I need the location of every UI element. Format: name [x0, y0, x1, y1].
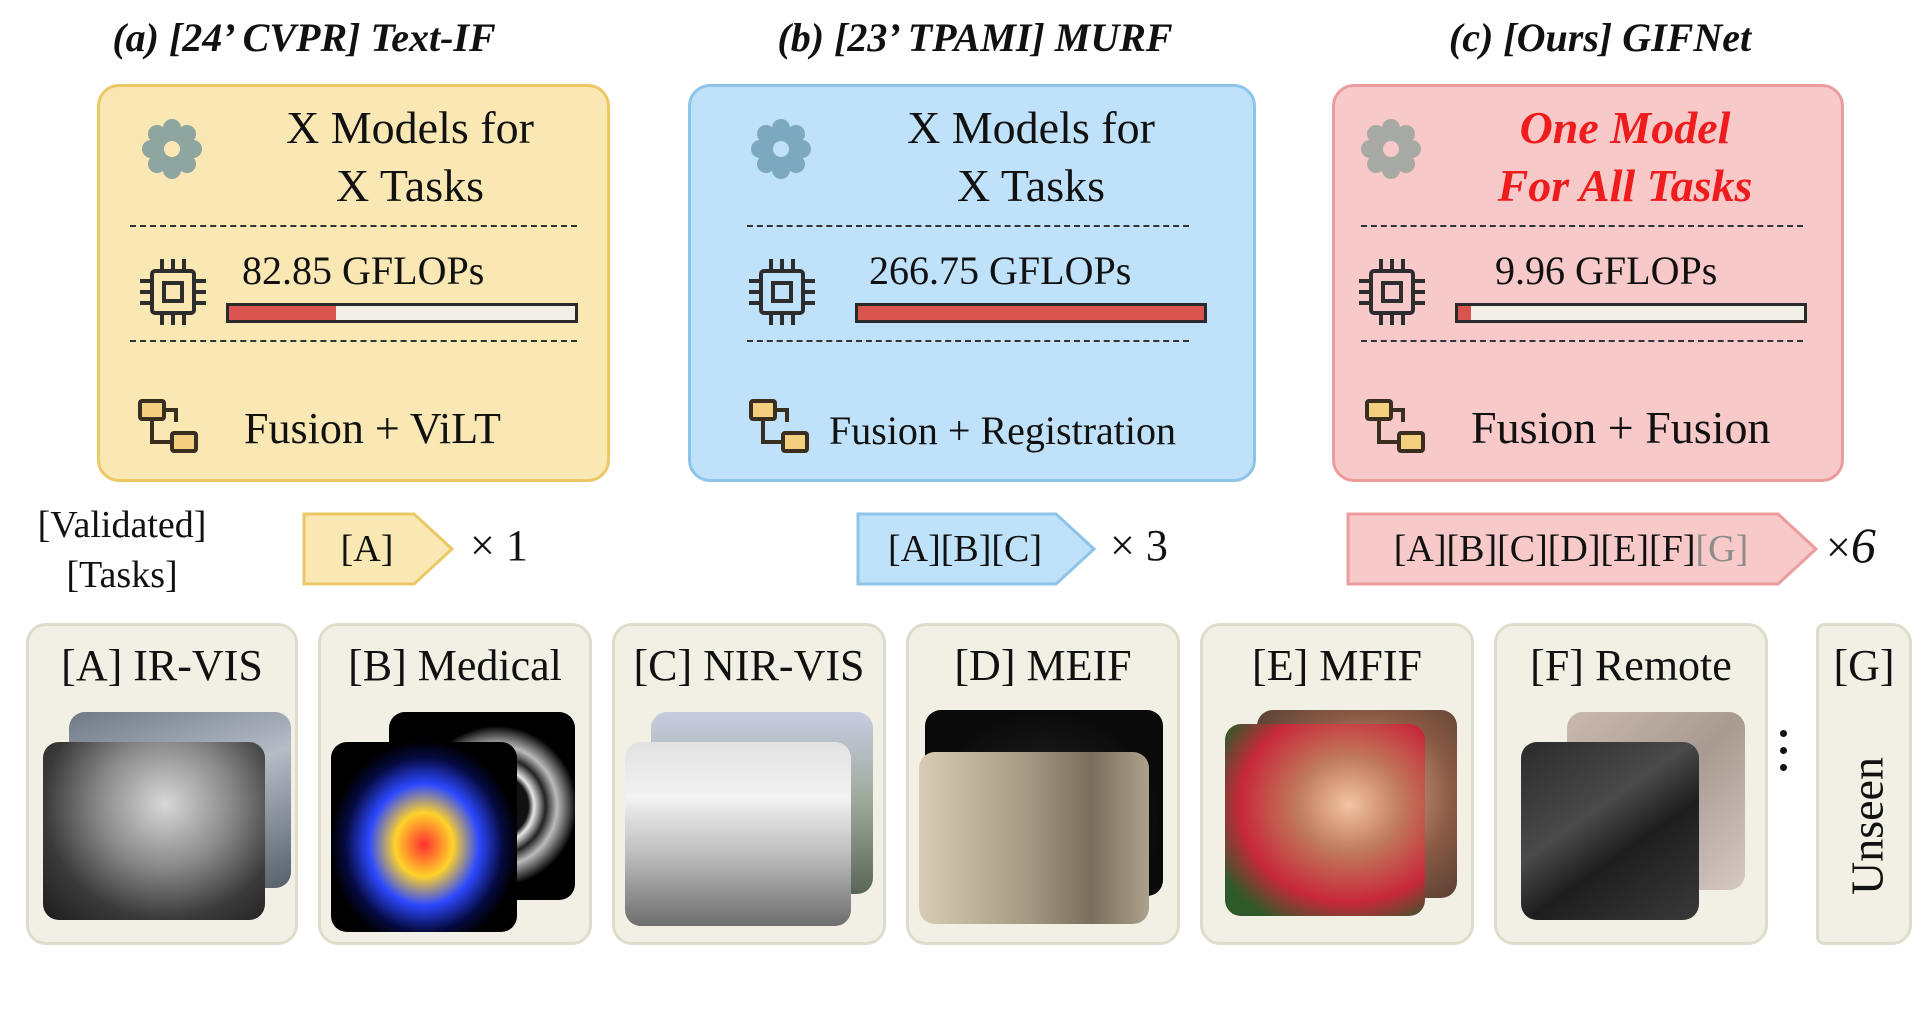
models-line-2: X Tasks [336, 160, 484, 211]
validated-tasks-list: [A][B][C][D][E][F] [1393, 528, 1696, 570]
multiplier-c: ×6 [1826, 516, 1876, 574]
panel-text-if: X Models for X Tasks 82.85 GFLOPs Fusion… [97, 84, 610, 482]
meif-image-front [919, 752, 1149, 924]
multiplier-symbol: × [470, 521, 495, 570]
task-card-mfif: [E] MFIF [1200, 623, 1474, 945]
divider [747, 225, 1189, 227]
models-line-1: X Models for [286, 102, 534, 153]
validated-tasks-unseen: [G] [1695, 528, 1749, 570]
task-card-medical: [B] Medical [318, 623, 592, 945]
gear-icon [751, 119, 811, 179]
validated-arrow-c: [A][B][C][D][E][F][G] [1346, 512, 1820, 586]
task-card-label: [B] Medical [348, 641, 562, 690]
mfif-image-front [1225, 724, 1425, 916]
task-text: Fusion + Fusion [1471, 402, 1771, 453]
column-title-a: (a) [24’ CVPR] Text-IF [112, 15, 496, 60]
task-card-label: [E] MFIF [1252, 641, 1422, 690]
gflops-bar [226, 303, 578, 323]
chip-icon [140, 259, 206, 325]
task-card-label: [A] IR-VIS [61, 641, 263, 690]
task-card-remote: [F] Remote [1494, 623, 1768, 945]
gflops-text: 82.85 GFLOPs [242, 248, 485, 293]
multiplier-value: 6 [1850, 517, 1876, 573]
multiplier-value: 1 [505, 521, 528, 570]
gflops-text: 9.96 GFLOPs [1495, 248, 1718, 293]
divider [130, 340, 577, 342]
chip-icon [749, 259, 815, 325]
divider [1361, 340, 1803, 342]
validated-arrow-a: [A] [302, 512, 456, 586]
models-line-2: X Tasks [957, 160, 1105, 211]
task-card-nir-vis: [C] NIR-VIS [612, 623, 886, 945]
validated-arrow-b: [A][B][C] [856, 512, 1098, 586]
gflops-bar-fill [858, 306, 1204, 320]
validated-tasks-b: [A][B][C] [887, 528, 1043, 570]
models-description: X Models for X Tasks [220, 99, 600, 215]
validated-label-line-2: [Tasks] [66, 554, 178, 596]
task-card-label: [F] Remote [1530, 641, 1732, 690]
validated-label-line-1: [Validated] [37, 504, 207, 546]
task-card-label: [C] NIR-VIS [633, 641, 865, 690]
validated-tasks-a: [A] [340, 528, 394, 570]
multiplier-value: 3 [1145, 521, 1168, 570]
task-card-unseen: [G] Unseen [1816, 623, 1912, 945]
task-card-meif: [D] MEIF [906, 623, 1180, 945]
gflops-bar [1455, 303, 1807, 323]
validated-tasks-label: [Validated] [Tasks] [24, 500, 220, 600]
divider [1361, 225, 1803, 227]
gear-icon [142, 119, 202, 179]
multiplier-symbol: × [1110, 521, 1135, 570]
column-title-b: (b) [23’ TPAMI] MURF [777, 15, 1173, 60]
ir-vis-image-front [43, 742, 265, 920]
medical-image-front [331, 742, 517, 932]
divider [130, 225, 577, 227]
nir-vis-image-front [625, 742, 851, 926]
models-description: X Models for X Tasks [841, 99, 1221, 215]
column-title-c: (c) [Ours] GIFNet [1448, 15, 1752, 60]
flow-icon [138, 399, 198, 453]
ellipsis-icon [1776, 730, 1790, 781]
unseen-label: [G] [1833, 641, 1895, 690]
multiplier-b: × 3 [1110, 520, 1168, 571]
flow-icon [749, 399, 809, 453]
remote-image-front [1521, 742, 1699, 920]
gear-icon [1361, 119, 1421, 179]
gflops-bar-fill [229, 306, 337, 320]
models-line-1: X Models for [907, 102, 1155, 153]
models-line-2: For All Tasks [1497, 160, 1753, 211]
divider [747, 340, 1189, 342]
task-card-label: [D] MEIF [954, 641, 1132, 690]
task-text: Fusion + ViLT [244, 404, 501, 453]
gflops-bar [855, 303, 1207, 323]
panel-murf: X Models for X Tasks 266.75 GFLOPs Fusio… [688, 84, 1256, 482]
models-line-1: One Model [1519, 102, 1731, 153]
gflops-bar-fill [1458, 306, 1471, 320]
chip-icon [1359, 259, 1425, 325]
multiplier-a: × 1 [470, 520, 528, 571]
multiplier-symbol: × [1826, 523, 1851, 572]
flow-icon [1365, 399, 1425, 453]
task-card-ir-vis: [A] IR-VIS [26, 623, 298, 945]
panel-gifnet: One Model For All Tasks 9.96 GFLOPs Fusi… [1332, 84, 1844, 482]
gflops-text: 266.75 GFLOPs [869, 248, 1132, 293]
task-text: Fusion + Registration [829, 408, 1177, 453]
unseen-text: Unseen [1841, 757, 1893, 895]
models-description: One Model For All Tasks [1435, 99, 1815, 215]
validated-tasks-c: [A][B][C][D][E][F][G] [1346, 512, 1796, 586]
